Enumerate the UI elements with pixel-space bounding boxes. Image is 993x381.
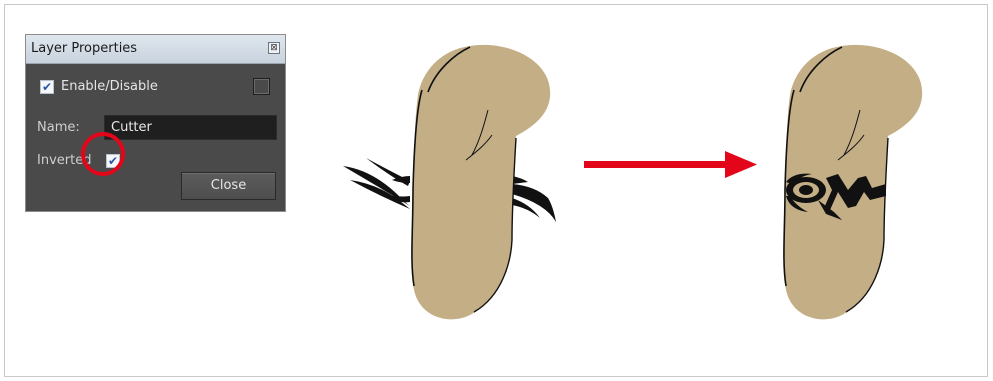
arm-after <box>784 45 922 319</box>
arm-before <box>343 45 556 319</box>
arm-body <box>412 45 550 319</box>
tattoo-strokes-left <box>343 158 410 209</box>
tattoo-strokes-right <box>512 176 556 222</box>
arrow-right-icon <box>584 151 757 178</box>
